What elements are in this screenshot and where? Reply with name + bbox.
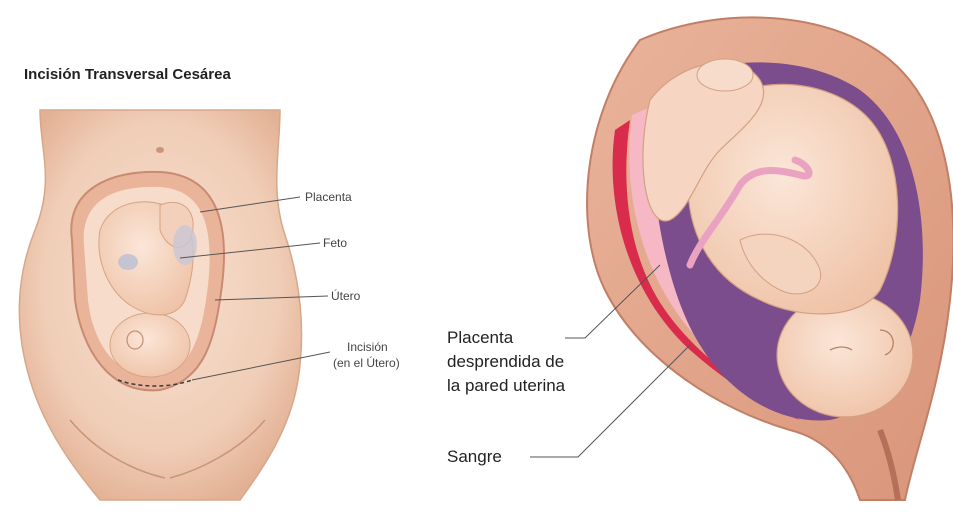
cord-blob [118, 254, 138, 270]
label-incision-line2: (en el Útero) [333, 356, 400, 370]
fetus-foot-large [697, 59, 753, 91]
label-placenta-detached-line3: la pared uterina [447, 374, 565, 397]
left-panel-title: Incisión Transversal Cesárea [24, 66, 231, 83]
fetus-head [110, 313, 190, 377]
label-feto: Feto [323, 236, 347, 250]
navel [156, 147, 164, 153]
left-torso-illustration [19, 110, 330, 500]
label-utero: Útero [331, 289, 360, 303]
label-placenta-detached-line2: desprendida de [447, 350, 564, 373]
label-placenta-detached-line1: Placenta [447, 326, 513, 349]
label-sangre: Sangre [447, 445, 502, 468]
placenta-blob [173, 225, 197, 265]
label-placenta: Placenta [305, 190, 352, 204]
right-uterus-illustration [530, 17, 953, 500]
label-incision-line1: Incisión [347, 340, 388, 354]
